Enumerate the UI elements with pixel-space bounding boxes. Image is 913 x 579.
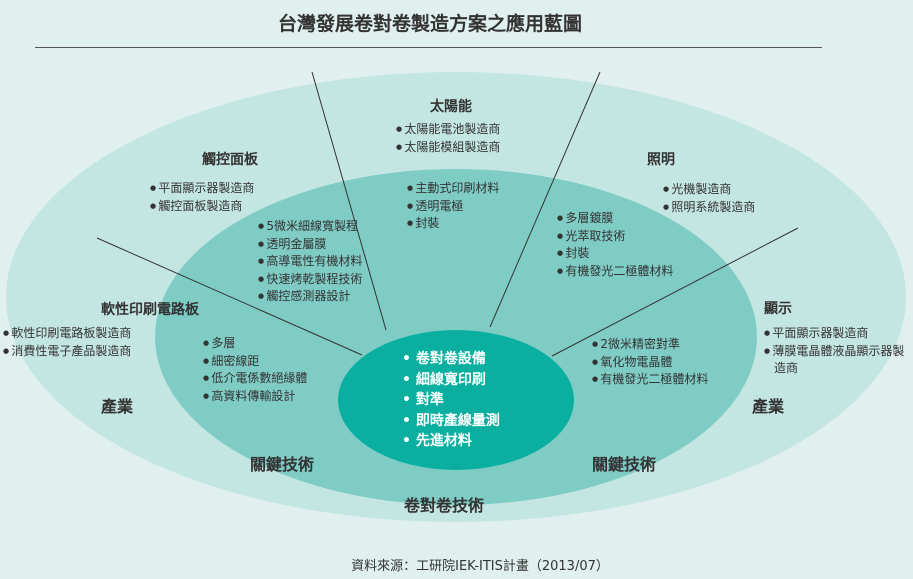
ring-label-r2r-tech: 卷對卷技術 [404,496,485,515]
list-item: 高導電性有機材料 [258,253,362,271]
list-item: 對準 [402,390,500,411]
list-item: 透明金屬膜 [258,236,362,254]
list-item: 光機製造商 [663,181,755,199]
list-item: 即時產線量測 [402,411,500,432]
list-item: 有機發光二極體材料 [592,371,708,389]
list-item: 氧化物電晶體 [592,354,708,372]
display-industry-list: 平面顯示器製造商 薄膜電晶體液晶顯示器製造商 [764,325,909,378]
list-item: 低介電係數絕緣體 [203,370,307,388]
list-item: 高資料傳輸設計 [203,388,307,406]
lighting-tech-list: 多層鍍膜 光萃取技術 封裝 有機發光二極體材料 [557,210,673,280]
title-divider [35,47,822,48]
ring-label-industry-left: 產業 [101,397,134,416]
sector-title-solar: 太陽能 [430,99,472,115]
list-item: 平面顯示器製造商 [764,325,909,343]
display-tech-list: 2微米精密對準 氧化物電晶體 有機發光二極體材料 [592,336,708,389]
list-item: 光萃取技術 [557,228,673,246]
list-item: 平面顯示器製造商 [150,180,254,198]
divider-line [311,71,387,331]
divider-line [489,71,601,328]
lighting-industry-list: 光機製造商 照明系統製造商 [663,181,755,216]
list-item: 封裝 [407,215,499,233]
list-item: 先進材料 [402,431,500,452]
list-item: 軟性印刷電路板製造商 [3,325,131,343]
list-item: 主動式印刷材料 [407,180,499,198]
divider-line [551,227,799,357]
divider-line [96,237,363,356]
list-item: 2微米精密對準 [592,336,708,354]
list-item: 觸控感測器設計 [258,288,362,306]
list-item: 細線寬印刷 [402,370,500,391]
source-note: 資料來源：工研院IEK-ITIS計畫（2013/07） [351,559,609,574]
touch-industry-list: 平面顯示器製造商 觸控面板製造商 [150,180,254,215]
fpc-industry-list: 軟性印刷電路板製造商 消費性電子產品製造商 [3,325,131,360]
touch-tech-list: 5微米細線寬製程 透明金屬膜 高導電性有機材料 快速烤乾製程技術 觸控感測器設計 [258,218,362,306]
solar-tech-list: 主動式印刷材料 透明電極 封裝 [407,180,499,233]
fpc-tech-list: 多層 細密線距 低介電係數絕緣體 高資料傳輸設計 [203,335,307,405]
page-title: 台灣發展卷對卷製造方案之應用藍圖 [277,13,582,35]
core-tech-list: 卷對卷設備 細線寬印刷 對準 即時產線量測 先進材料 [402,349,500,452]
solar-industry-list: 太陽能電池製造商 太陽能模組製造商 [396,121,500,156]
list-item: 觸控面板製造商 [150,198,254,216]
ring-label-key-tech-right: 關鍵技術 [592,455,657,474]
list-item: 消費性電子產品製造商 [3,343,131,361]
list-item: 5微米細線寬製程 [258,218,362,236]
ring-label-industry-right: 產業 [752,397,785,416]
sector-title-lighting: 照明 [647,152,675,168]
list-item: 多層 [203,335,307,353]
list-item: 照明系統製造商 [663,199,755,217]
sector-title-touch: 觸控面板 [202,152,258,168]
sector-title-fpc: 軟性印刷電路板 [101,302,199,318]
list-item: 太陽能電池製造商 [396,121,500,139]
list-item: 太陽能模組製造商 [396,139,500,157]
sector-title-display: 顯示 [764,301,792,317]
list-item: 薄膜電晶體液晶顯示器製造商 [764,343,909,378]
list-item: 卷對卷設備 [402,349,500,370]
list-item: 封裝 [557,245,673,263]
list-item: 多層鍍膜 [557,210,673,228]
list-item: 快速烤乾製程技術 [258,271,362,289]
ring-label-key-tech-left: 關鍵技術 [250,455,315,474]
list-item: 有機發光二極體材料 [557,263,673,281]
list-item: 細密線距 [203,353,307,371]
list-item: 透明電極 [407,198,499,216]
